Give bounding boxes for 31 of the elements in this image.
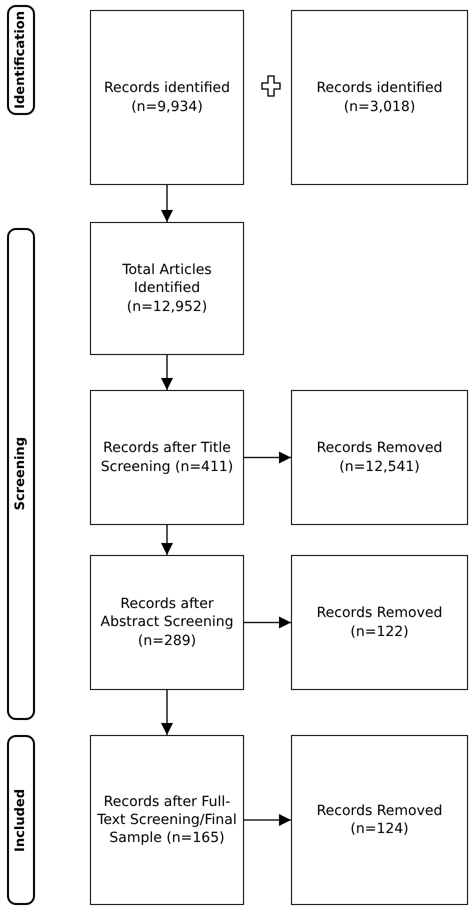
box-text: Records identified (n=9,934): [102, 79, 232, 116]
box-text: Records after Abstract Screening (n=289): [100, 595, 234, 650]
process-box: [90, 222, 244, 355]
process-box: [90, 555, 244, 690]
box-text: Records after Full-Text Screening/Final Sample (n=165): [96, 792, 238, 848]
arrow: [161, 525, 173, 555]
box-text: Total Articles Identified (n=12,952): [121, 261, 213, 316]
arrow: [161, 185, 173, 222]
process-box: [291, 735, 468, 905]
phase-label: Included: [12, 788, 29, 852]
phase-label-box: [7, 735, 35, 905]
arrow: [244, 814, 291, 826]
phase-label: Identification: [12, 11, 29, 109]
process-box: [291, 10, 468, 185]
box-text: Records Removed (n=124): [316, 802, 444, 838]
box-text: Records after Title Screening (n=411): [100, 439, 234, 476]
phase-label-box: [7, 228, 35, 720]
process-box: [291, 390, 468, 525]
arrow: [161, 690, 173, 735]
arrow: [244, 452, 291, 464]
arrow: [244, 616, 291, 628]
box-text: Records identified (n=3,018): [315, 79, 444, 116]
process-box: [291, 555, 468, 690]
process-box: [90, 735, 244, 905]
box-text: Records Removed (n=12,541): [316, 439, 444, 476]
arrow: [161, 355, 173, 390]
phase-label-box: [7, 5, 35, 115]
process-box: [90, 10, 244, 185]
phase-label: Screening: [12, 437, 29, 511]
box-text: Records Removed (n=122): [316, 604, 444, 641]
process-box: [90, 390, 244, 525]
